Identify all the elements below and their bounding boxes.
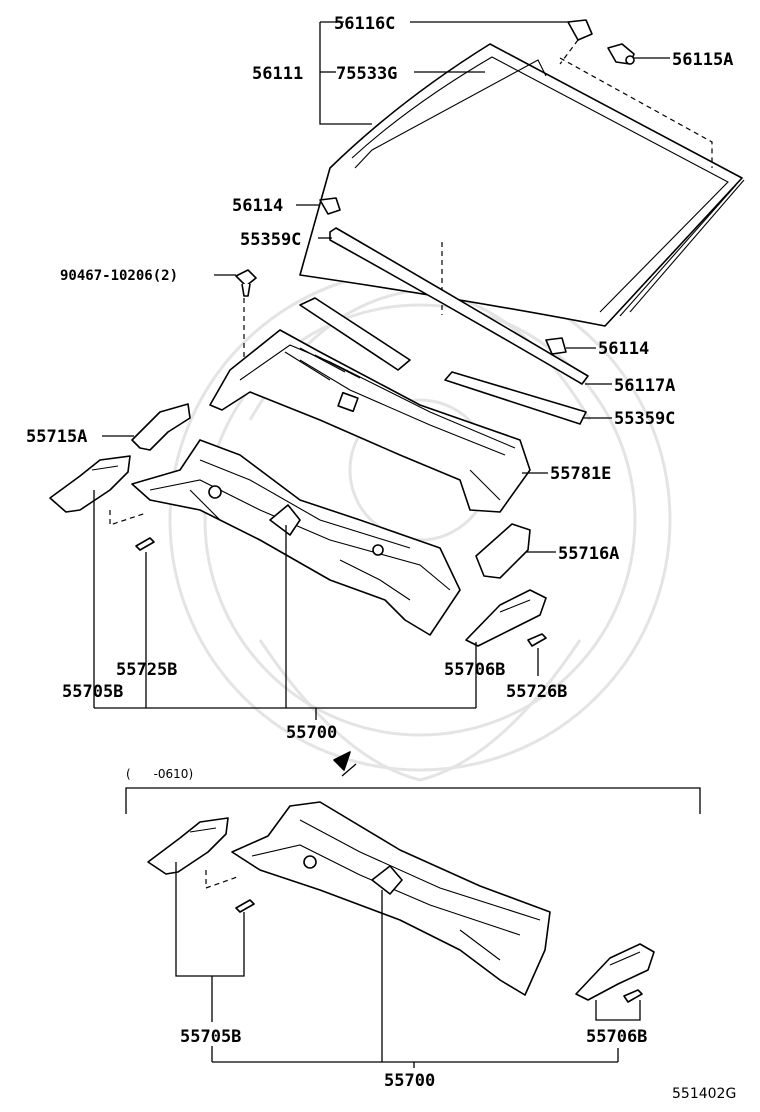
strip-55359C-mid: [444, 371, 587, 425]
label-55705B-top: 55705B: [62, 682, 123, 702]
figure-id: 551402G: [672, 1086, 736, 1102]
label-55715A: 55715A: [26, 427, 87, 447]
date-note: ( -0610): [126, 767, 193, 781]
label-55705B-bottom: 55705B: [180, 1027, 241, 1047]
label-56111: 56111: [252, 64, 303, 84]
pad-bottom-left: [235, 899, 255, 913]
label-55726B: 55726B: [506, 682, 567, 702]
bracket-55705B-top: [49, 455, 147, 526]
clip-56115A: [607, 43, 635, 65]
label-56115A: 56115A: [672, 50, 733, 70]
bracket-55705B-bottom: [147, 817, 241, 889]
label-56114-top: 56114: [232, 196, 283, 216]
strip-56117A: [299, 297, 411, 371]
label-55725B: 55725B: [116, 660, 177, 680]
label-55781E: 55781E: [550, 464, 611, 484]
bracket-55706B-bottom: [575, 943, 655, 1001]
label-90467-10206: 90467-10206(2): [60, 268, 178, 284]
windshield-glass: [299, 43, 745, 327]
cowl-panel-bottom: [231, 801, 551, 996]
label-55706B-top: 55706B: [444, 660, 505, 680]
label-55359C-top: 55359C: [240, 230, 301, 250]
pad-55726B: [527, 633, 547, 647]
bracket-55715A: [131, 403, 191, 451]
bracket-55706B-top: [465, 589, 547, 647]
label-55716A: 55716A: [558, 544, 619, 564]
pad-55725B: [135, 537, 155, 551]
label-56117A: 56117A: [614, 376, 675, 396]
label-55706B-bottom: 55706B: [586, 1027, 647, 1047]
clip-56114-top: [319, 197, 341, 215]
cowl-panel-top: [131, 439, 461, 636]
label-55700-bottom: 55700: [384, 1071, 435, 1091]
cowl-louver-55781E: [209, 329, 531, 513]
label-56116C: 56116C: [334, 14, 395, 34]
label-75533G: 75533G: [336, 64, 397, 84]
label-56114-mid: 56114: [598, 339, 649, 359]
clip-56114-mid: [545, 337, 567, 355]
leader-lines: [93, 21, 701, 1068]
strip-55359C-top: [329, 227, 589, 385]
clip-90467: [235, 269, 257, 360]
bracket-55716A: [475, 523, 531, 579]
pad-bottom-right: [623, 989, 643, 1003]
label-55700-top: 55700: [286, 723, 337, 743]
label-55359C-mid: 55359C: [614, 409, 675, 429]
clip-56116C: [559, 19, 593, 65]
